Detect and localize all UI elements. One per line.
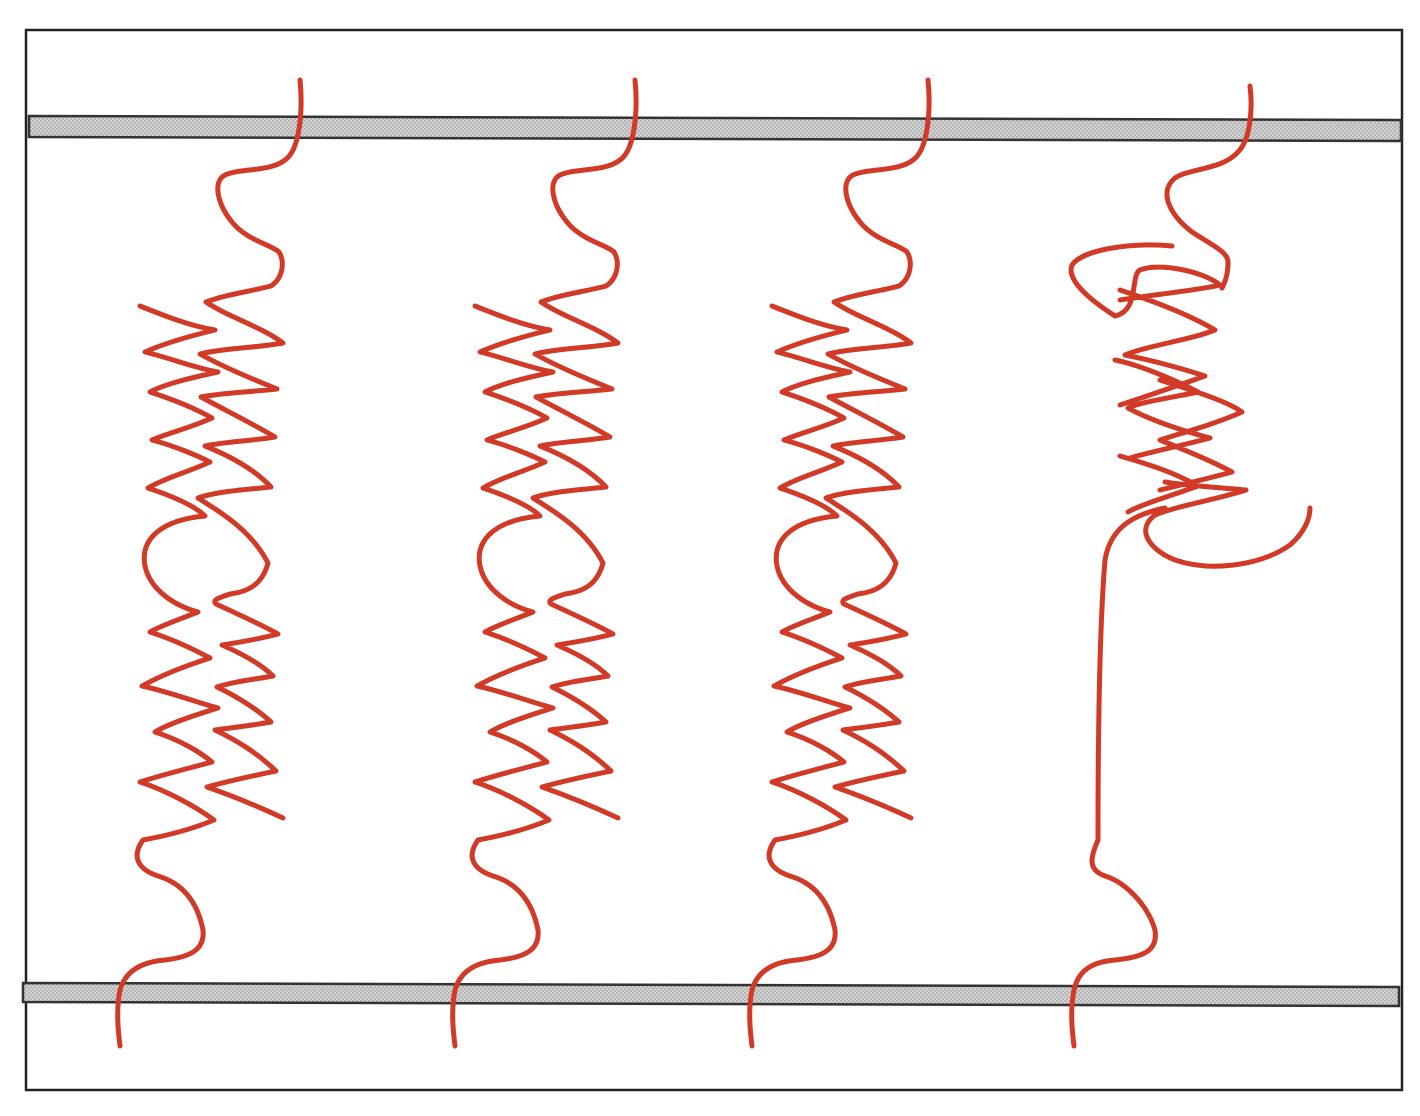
strands-group <box>115 77 1313 1049</box>
bottom-membrane <box>21 981 1401 1008</box>
strand-3-folded <box>747 77 932 1049</box>
strand-1-folded <box>115 77 304 1049</box>
top-membrane <box>27 114 1403 143</box>
strand-2-folded <box>450 77 639 1049</box>
outer-frame <box>24 28 1404 1092</box>
strand-4-partially-unfolded <box>1068 83 1313 1049</box>
